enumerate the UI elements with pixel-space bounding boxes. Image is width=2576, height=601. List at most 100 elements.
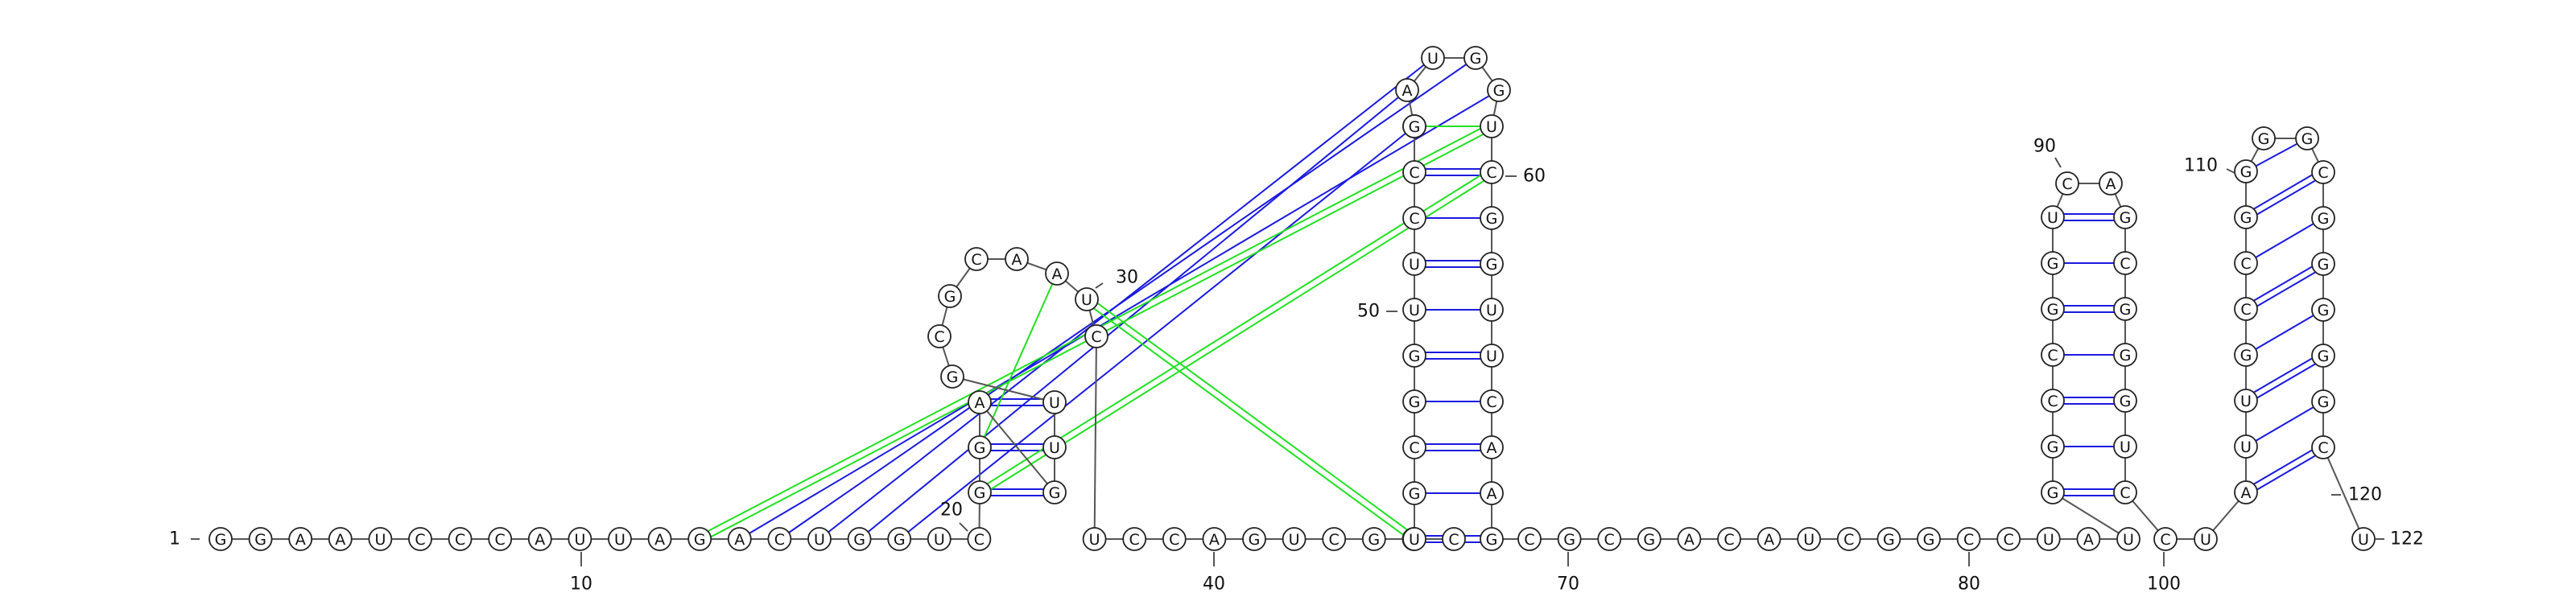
nucleotide: C bbox=[408, 527, 432, 551]
nucleotide-letter: A bbox=[654, 531, 665, 549]
nucleotide-circle bbox=[1480, 114, 1504, 138]
nucleotide-letter: G bbox=[2047, 301, 2059, 319]
nucleotide-circle bbox=[1402, 252, 1426, 276]
nucleotide-letter: G bbox=[2047, 438, 2059, 456]
nucleotide-letter: U bbox=[1409, 256, 1420, 274]
nucleotide: A bbox=[1005, 247, 1029, 271]
nucleotide-circle bbox=[767, 527, 792, 551]
nucleotide-circle bbox=[1480, 389, 1504, 414]
backbone bbox=[221, 57, 2364, 540]
label-80: 80 bbox=[1958, 574, 1980, 595]
nucleotide-circle bbox=[2234, 159, 2258, 183]
nucleotide: A bbox=[1202, 527, 1227, 551]
nucleotide-circle bbox=[1361, 527, 1386, 551]
nucleotide-circle bbox=[1402, 344, 1426, 368]
nucleotide: C bbox=[2041, 343, 2065, 367]
nucleotide-letter: U bbox=[2240, 438, 2252, 456]
backbone-segment bbox=[952, 376, 1055, 403]
nucleotide-circle bbox=[1322, 527, 1347, 551]
base-pair-line bbox=[2244, 352, 2322, 399]
nucleotide: G bbox=[2311, 298, 2335, 322]
nucleotide-circle bbox=[2041, 251, 2065, 275]
nucleotide: G bbox=[2234, 205, 2258, 229]
nucleotide-letter: G bbox=[1409, 393, 1421, 411]
nucleotide: C bbox=[1162, 527, 1187, 551]
nucleotide-letter: G bbox=[2120, 393, 2132, 410]
nucleotide-letter: A bbox=[734, 531, 745, 549]
nucleotide: G bbox=[1917, 527, 1941, 551]
nucleotide: G bbox=[2311, 389, 2335, 414]
nucleotide: A bbox=[1395, 78, 1419, 102]
tick-90 bbox=[2054, 157, 2062, 168]
nucleotide-circle bbox=[2311, 160, 2335, 184]
label-50: 50 bbox=[1357, 302, 1380, 322]
nucleotide: G bbox=[940, 364, 964, 389]
nucleotide: G bbox=[2041, 434, 2065, 459]
nucleotide-circle bbox=[2113, 205, 2137, 229]
nucleotide-circle bbox=[1480, 160, 1504, 184]
nucleotide: U bbox=[1797, 527, 1822, 551]
nucleotide-letter: C bbox=[2318, 164, 2328, 182]
nucleotide-circle bbox=[2113, 434, 2137, 459]
nucleotide: U bbox=[2113, 434, 2137, 459]
nucleotide-circle bbox=[328, 527, 353, 551]
nucleotide-letter: G bbox=[1049, 484, 1061, 502]
nucleotide: G bbox=[887, 527, 912, 551]
nucleotide: U bbox=[368, 527, 393, 551]
nucleotide-letter: C bbox=[1724, 531, 1734, 549]
nucleotide-circle bbox=[1517, 527, 1542, 551]
nucleotide: A bbox=[2076, 527, 2101, 551]
nucleotide-circle bbox=[2234, 389, 2258, 413]
nucleotide-circle bbox=[1480, 527, 1504, 551]
nucleotide: C bbox=[2113, 251, 2137, 275]
nucleotide-letter: C bbox=[1409, 210, 1419, 228]
nucleotide: C bbox=[2311, 435, 2335, 459]
base-pair-line bbox=[2247, 357, 2326, 405]
nucleotide-circle bbox=[2041, 480, 2065, 504]
nucleotide-letter: A bbox=[1402, 82, 1413, 100]
nucleotide-letter: G bbox=[974, 439, 986, 457]
nucleotide-circle bbox=[1480, 344, 1504, 368]
base-pair-line bbox=[2244, 443, 2322, 491]
nucleotide-letter: U bbox=[1049, 439, 1060, 457]
nucleotide-circle bbox=[2041, 297, 2065, 321]
nucleotide-letter: C bbox=[2120, 484, 2130, 502]
nucleotide-letter: G bbox=[2318, 302, 2330, 319]
nucleotide: A bbox=[1480, 435, 1504, 459]
nucleotide-circle bbox=[1005, 247, 1029, 271]
nucleotide-letter: G bbox=[1409, 348, 1421, 365]
nucleotide: U bbox=[1082, 527, 1107, 551]
nucleotide: C bbox=[2311, 160, 2335, 184]
nucleotide: U bbox=[1075, 287, 1099, 311]
nucleotide: G bbox=[968, 435, 992, 459]
nucleotide-circle bbox=[1402, 435, 1426, 459]
nucleotide: A bbox=[328, 527, 353, 551]
nucleotide: G bbox=[2113, 205, 2137, 229]
nucleotide-letter: G bbox=[2120, 209, 2132, 227]
nucleotide-letter: G bbox=[2258, 130, 2270, 148]
nucleotide-circle bbox=[2234, 343, 2258, 367]
nucleotide-circle bbox=[1202, 527, 1227, 551]
nucleotide-letter: G bbox=[2120, 347, 2132, 364]
base-pair-line bbox=[1088, 295, 1417, 537]
nucleotide-letter: C bbox=[2120, 255, 2130, 273]
nucleotide-circle bbox=[288, 527, 313, 551]
base-pair-line bbox=[858, 89, 1408, 540]
nucleotide-letter: G bbox=[947, 368, 959, 386]
nucleotide-letter: A bbox=[975, 394, 985, 412]
nucleotide-circle bbox=[1480, 298, 1504, 322]
nucleotide-circle bbox=[2311, 344, 2335, 368]
nucleotide: C bbox=[1402, 160, 1426, 184]
nucleotide-letter: G bbox=[2318, 256, 2330, 274]
nucleotide-circle bbox=[1242, 527, 1266, 551]
nucleotide: U bbox=[1402, 527, 1426, 551]
nucleotide: U bbox=[1282, 527, 1307, 551]
nucleotide-circle bbox=[2234, 205, 2258, 229]
nucleotide-letter: C bbox=[455, 531, 465, 549]
nucleotide-letter: U bbox=[2123, 531, 2134, 549]
nucleotide-circle bbox=[2113, 343, 2137, 367]
nucleotide-letter: U bbox=[1427, 50, 1439, 68]
nucleotide-circle bbox=[2311, 389, 2335, 414]
nucleotide-circle bbox=[248, 527, 273, 551]
nucleotide: G bbox=[938, 284, 962, 308]
